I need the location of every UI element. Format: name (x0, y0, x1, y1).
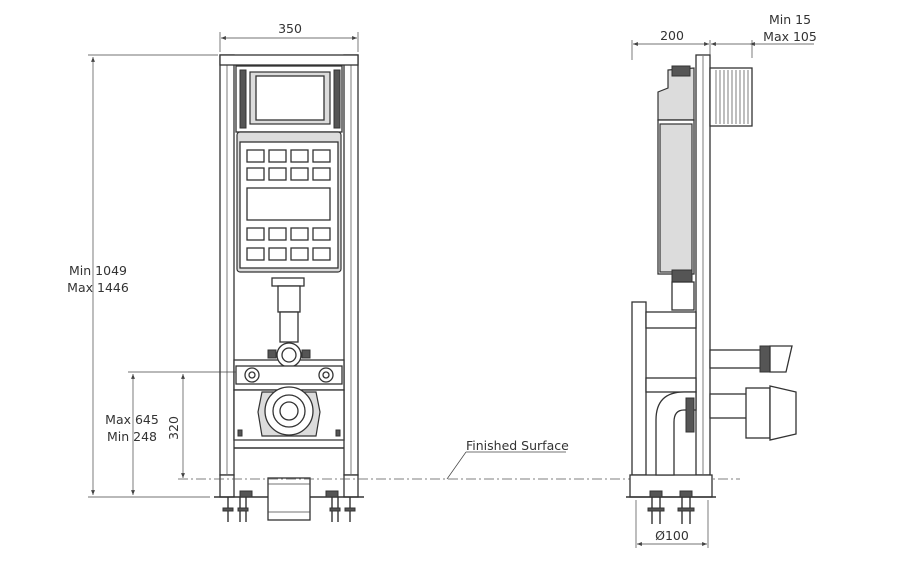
side-waste-bend (655, 385, 797, 476)
cistern-body (236, 131, 342, 273)
cistern-access-panel (235, 65, 343, 133)
fixing-plate (235, 365, 343, 385)
projection-dimension: Min 15 Max 105 (711, 12, 817, 58)
projection-label-min: Min 15 (769, 12, 811, 27)
depth-dimension-label: 200 (660, 28, 684, 43)
side-flush-connector (709, 345, 793, 373)
fixing-height-label: 320 (166, 416, 181, 440)
overall-height-label-min: Min 1049 (69, 263, 127, 278)
outlet-height-label-max: Max 645 (105, 412, 159, 427)
cistern-grid-bottom (246, 227, 331, 261)
pipe-diameter-dimension: Ø100 (635, 500, 709, 548)
width-dimension-label: 350 (278, 21, 302, 36)
projection-label-max: Max 105 (763, 29, 817, 44)
feet-bolts (222, 490, 356, 522)
overall-height-dimension: Min 1049 Max 1446 (67, 54, 218, 498)
drain-spigot (267, 477, 311, 521)
side-frame (626, 54, 716, 498)
overall-height-label-max: Max 1446 (67, 280, 129, 295)
outlet-height-label-min: Min 248 (107, 429, 157, 444)
side-cistern (657, 65, 695, 311)
waste-outlet (237, 386, 341, 437)
cistern-grid-top (246, 149, 331, 181)
outlet-height-dimension: Max 645 Min 248 (105, 371, 236, 495)
side-view: 200 Min 15 Max 105 (626, 12, 817, 548)
front-view: 350 (67, 21, 364, 522)
finished-surface-label: Finished Surface (466, 438, 569, 453)
depth-dimension: 200 (631, 28, 711, 60)
flush-pipe (267, 277, 311, 368)
width-dimension: 350 (219, 21, 359, 52)
fixing-height-dimension: 320 (166, 374, 185, 478)
side-feet (647, 490, 695, 524)
pipe-diameter-label: Ø100 (655, 528, 689, 543)
side-bellows (709, 67, 753, 127)
